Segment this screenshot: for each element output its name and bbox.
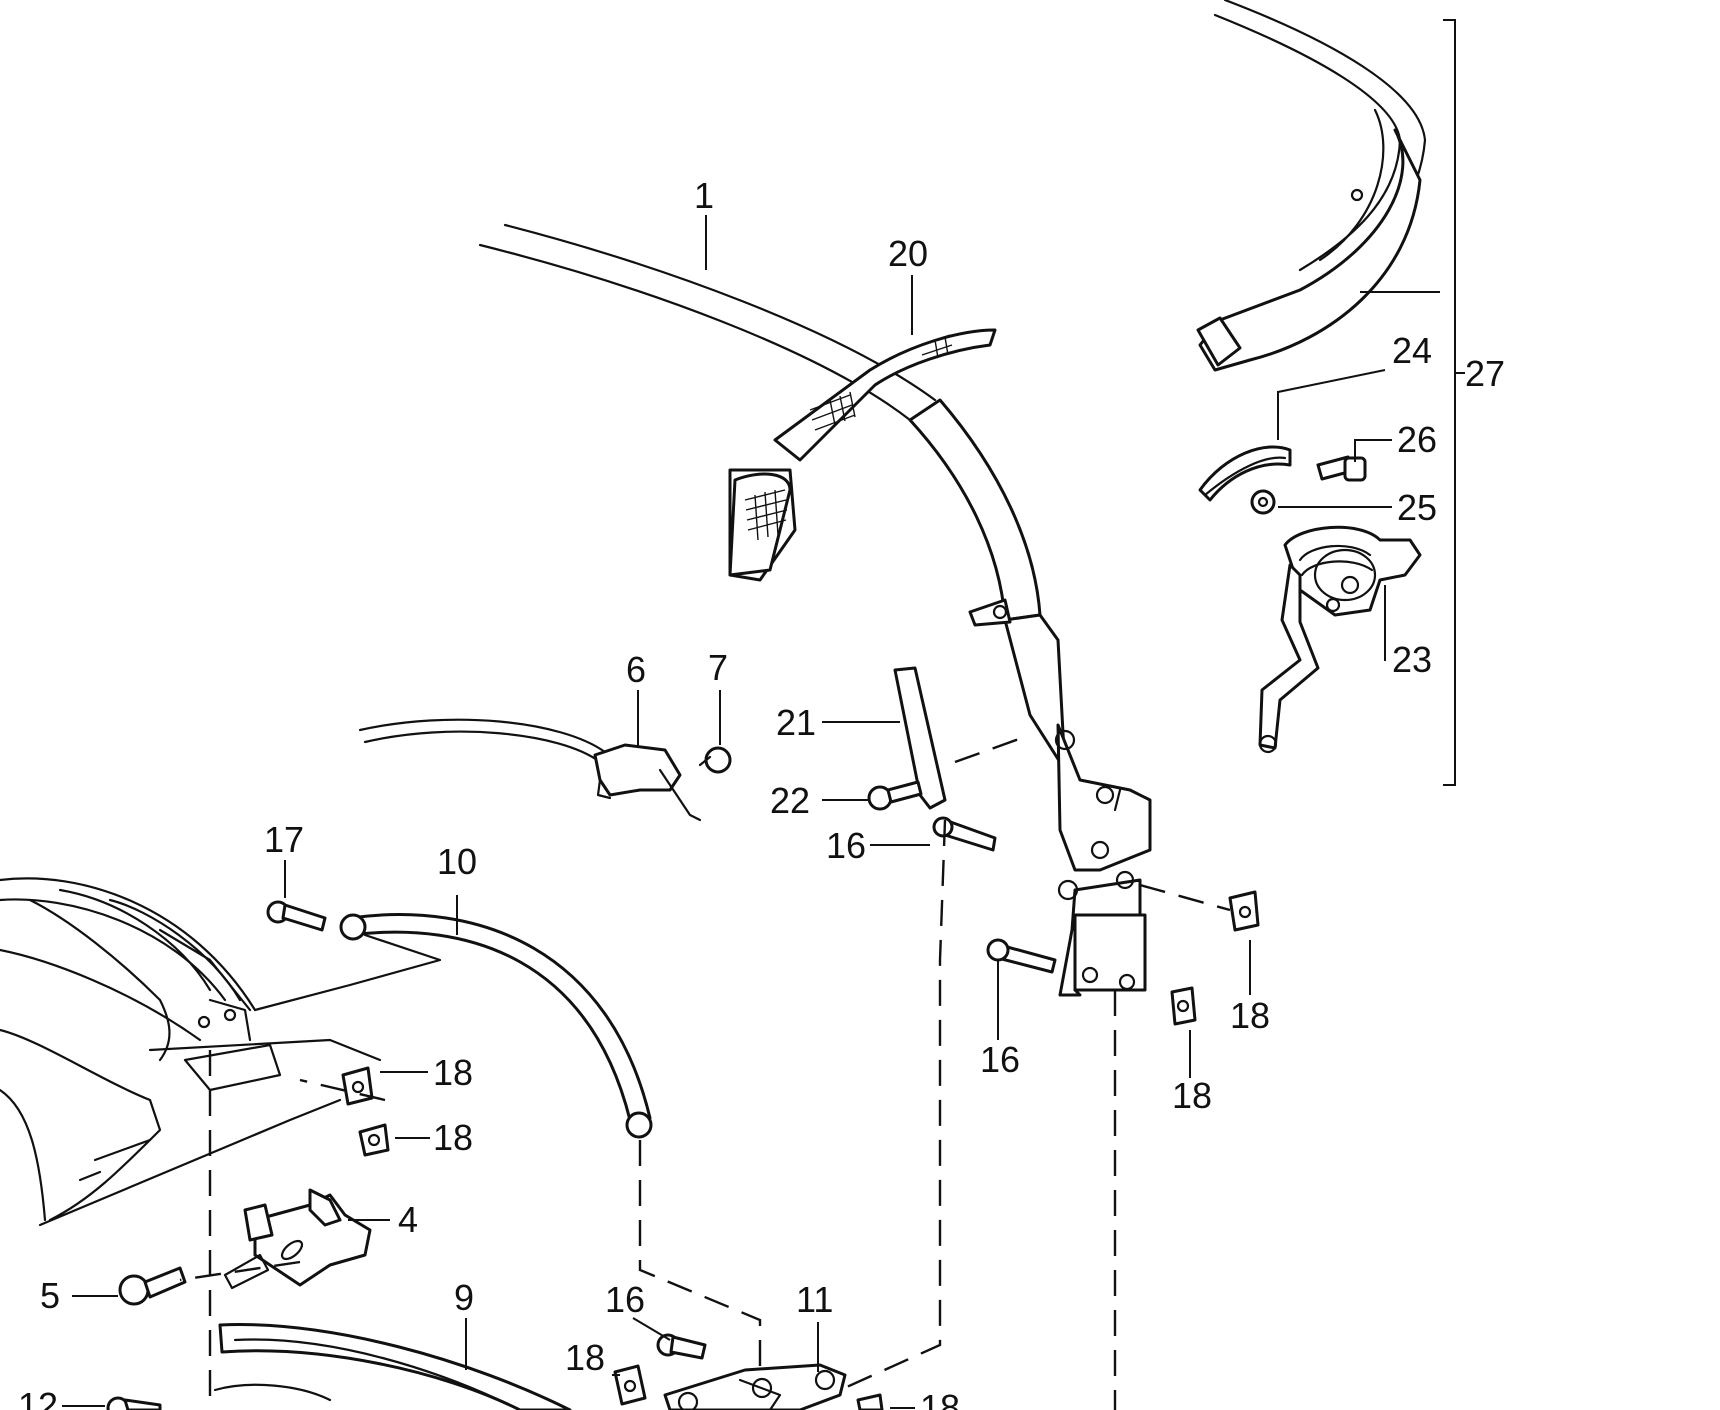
part-12-bolt [106, 1396, 162, 1410]
callout-leader-lines [62, 19, 1465, 1409]
part-17-bolt [266, 900, 327, 932]
part-25-nut [1250, 489, 1276, 515]
part-18-clip-left-upper [341, 1066, 374, 1106]
callout-17: 17 [264, 819, 304, 860]
part-23-pivot-spring [1258, 525, 1422, 754]
part-11-hinge [663, 1363, 847, 1410]
callout-6: 6 [626, 649, 646, 690]
callout-18-bottom-left: 18 [565, 1337, 605, 1378]
assembly-dashed-lines [179, 733, 1231, 1410]
callout-18-bottom-right: 18 [920, 1387, 960, 1410]
callout-16-middle: 16 [980, 1039, 1020, 1080]
callout-22: 22 [770, 780, 810, 821]
callout-20: 20 [888, 233, 928, 274]
callout-11: 11 [796, 1279, 833, 1320]
callout-25: 25 [1397, 487, 1437, 528]
callout-23: 23 [1392, 639, 1432, 680]
callout-18-left-lower: 18 [433, 1117, 473, 1158]
callout-4: 4 [398, 1199, 418, 1240]
callout-7: 7 [708, 647, 728, 688]
vehicle-body-panel [0, 877, 382, 1227]
callout-5: 5 [40, 1275, 60, 1316]
callout-26: 26 [1397, 419, 1437, 460]
part-5-bolt [118, 1266, 187, 1306]
part-18-clip-right-upper [1228, 890, 1260, 932]
part-1-roof-frame-bow [478, 223, 1152, 997]
callout-18-left-upper: 18 [433, 1052, 473, 1093]
callout-labels: 1 20 24 27 26 25 23 6 7 21 22 16 17 10 1… [18, 175, 1505, 1410]
part-20-trim-strip [728, 328, 997, 582]
part-22-screw [867, 780, 923, 811]
part-10-curved-rod [253, 913, 653, 1139]
callout-1: 1 [694, 175, 714, 216]
part-18-clip-right-lower [1170, 986, 1197, 1026]
callout-27: 27 [1465, 353, 1505, 394]
part-16-bolt-middle [986, 938, 1057, 974]
part-18-clip-left-lower [358, 1123, 390, 1157]
part-18-clip-bottom-right [856, 1393, 884, 1410]
part-9-lower-rail [213, 1323, 572, 1410]
part-6-bracket [358, 718, 702, 822]
callout-21: 21 [776, 702, 816, 743]
part-16-bolt-lower [656, 1333, 707, 1360]
callout-18-right-upper: 18 [1230, 995, 1270, 1036]
part-24-curved-bracket [1198, 445, 1292, 502]
callout-10: 10 [437, 841, 477, 882]
part-26-screw [1316, 455, 1367, 482]
part-27-outer-arc-seal [1196, 0, 1427, 372]
callout-18-right-lower: 18 [1172, 1075, 1212, 1116]
part-21-strip [893, 666, 947, 810]
callout-16-lower: 16 [605, 1279, 645, 1320]
callout-12: 12 [18, 1385, 58, 1410]
part-4-bracket [223, 1188, 372, 1290]
part-7-nut [698, 746, 732, 774]
callout-16-upper: 16 [826, 825, 866, 866]
callout-24: 24 [1392, 330, 1432, 371]
part-18-clip-bottom-left [613, 1364, 647, 1406]
callout-9: 9 [454, 1277, 474, 1318]
